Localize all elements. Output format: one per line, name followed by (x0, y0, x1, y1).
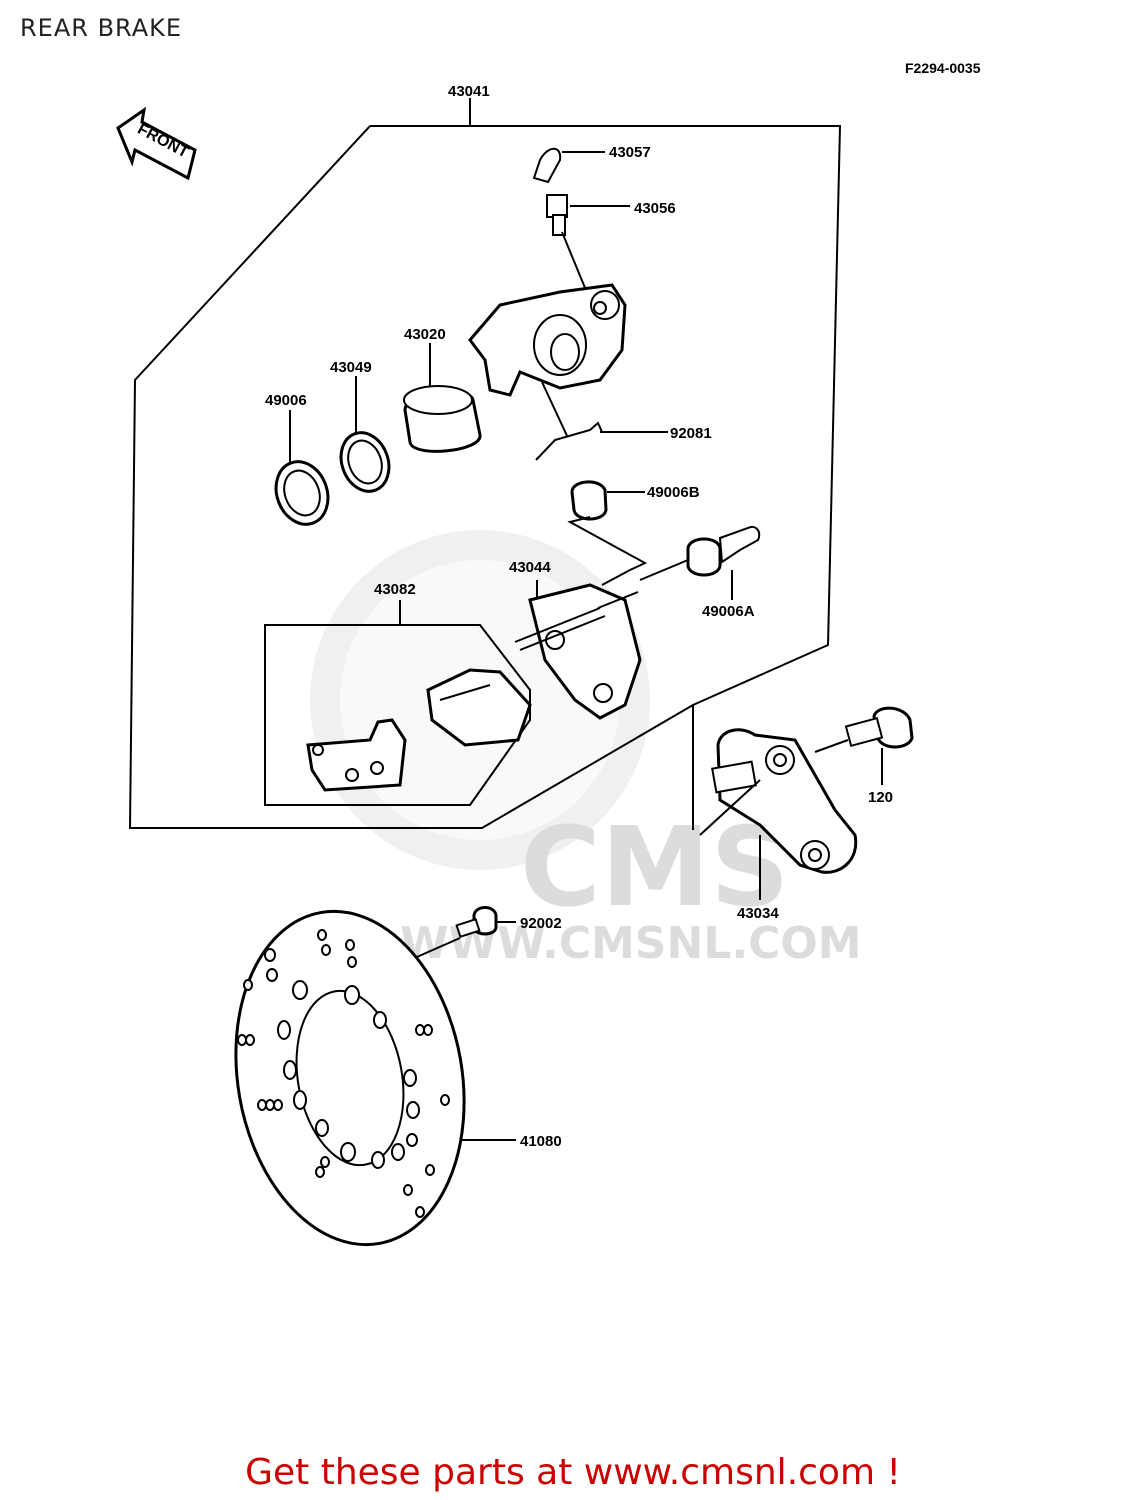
piston-seal (339, 376, 391, 493)
front-arrow-icon: FRONT (116, 106, 197, 181)
caliper-piston (403, 343, 482, 453)
bleeder-cap (532, 147, 605, 184)
caliper-bracket (514, 580, 642, 720)
caliper-pin-clip (535, 381, 668, 461)
label-43056: 43056 (634, 200, 676, 217)
label-43041: 43041 (448, 83, 490, 100)
caliper-body (468, 283, 627, 397)
cta-text: Get these parts at www.cmsnl.com ! (245, 1452, 901, 1493)
label-92002: 92002 (520, 915, 562, 932)
part-labels: 43041 43057 43056 43020 43049 49006 9208… (265, 83, 893, 1150)
label-43034: 43034 (737, 905, 779, 922)
label-49006b: 49006B (647, 484, 700, 501)
label-92081: 92081 (670, 425, 712, 442)
label-120: 120 (868, 789, 893, 806)
pin-boot-b (567, 480, 648, 586)
label-43020: 43020 (404, 326, 446, 343)
dust-seal (274, 410, 330, 526)
label-41080: 41080 (520, 1133, 562, 1150)
label-43057: 43057 (609, 144, 651, 161)
brake-disc (234, 909, 516, 1247)
brake-pad-inner (306, 718, 407, 792)
bleeder-valve (546, 194, 630, 301)
diagram-code: F2294-0035 (905, 60, 981, 76)
label-43082: 43082 (374, 581, 416, 598)
label-43049: 43049 (330, 359, 372, 376)
page-title: REAR BRAKE (20, 14, 183, 42)
brake-pad-outer (426, 668, 532, 747)
brake-pad-set-outline (264, 600, 531, 806)
disc-bolt (409, 906, 516, 961)
cta-link[interactable]: Get these parts at www.cmsnl.com ! (0, 1452, 1146, 1493)
mounting-bolt (814, 706, 914, 785)
watermark-brand: CMS (520, 803, 789, 931)
pin-boot-a (639, 526, 761, 600)
caliper-assembly-outline (128, 98, 842, 830)
caliper-mount-bracket (699, 728, 858, 900)
label-43044: 43044 (509, 559, 551, 576)
label-49006a: 49006A (702, 603, 755, 620)
rear-brake-diagram: CMS WWW.CMSNL.COM FRONT (116, 83, 914, 1247)
label-49006: 49006 (265, 392, 307, 409)
